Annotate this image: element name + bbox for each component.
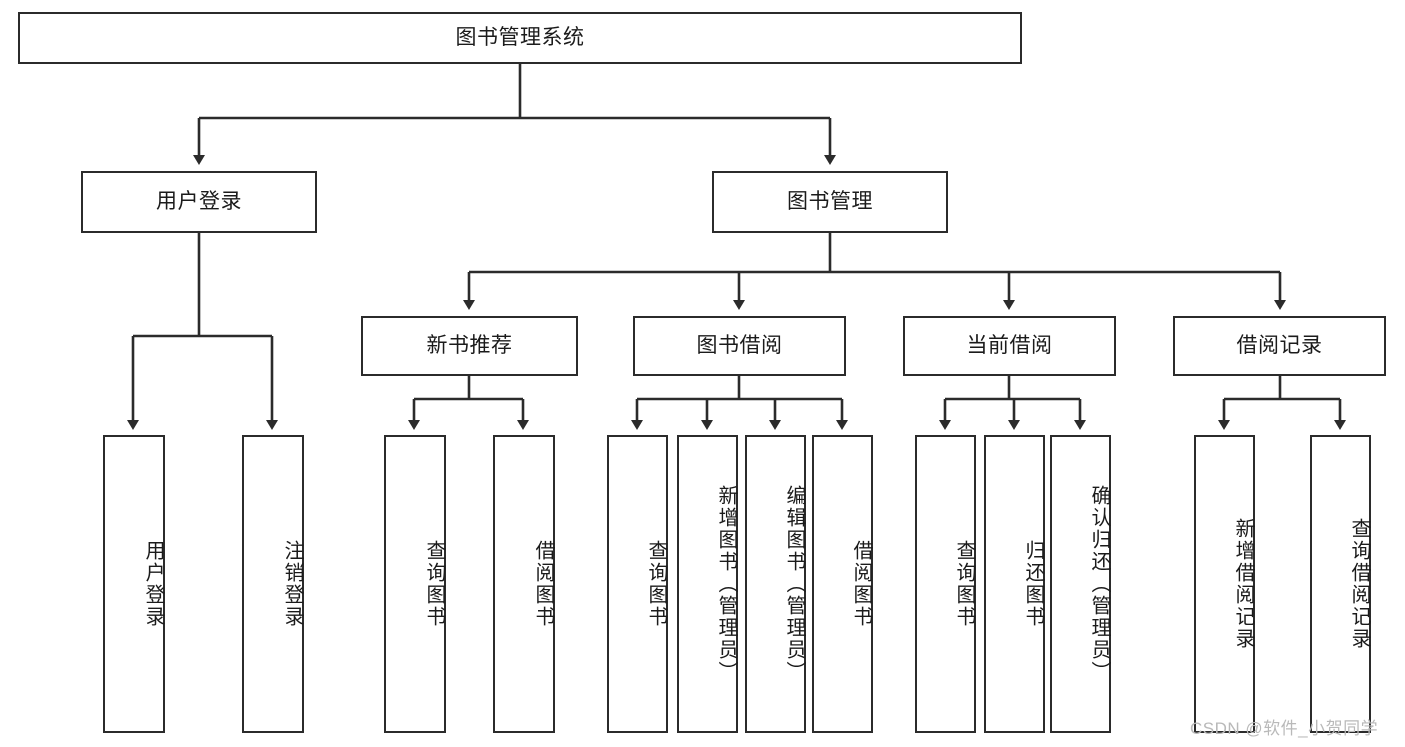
node-borrow-record[interactable]: 借阅记录	[1173, 316, 1386, 376]
leaf-new-book-borrow[interactable]: 借阅图书	[493, 435, 555, 733]
leaf-borrow-record-add[interactable]: 新增借阅记录	[1194, 435, 1255, 733]
node-label: 图书管理系统	[455, 25, 585, 49]
leaf-book-borrow-query[interactable]: 查询图书	[607, 435, 668, 733]
node-label: 确认归还（管理员）	[1088, 485, 1110, 683]
node-new-book-recommend[interactable]: 新书推荐	[361, 316, 578, 376]
leaf-current-borrow-query[interactable]: 查询图书	[915, 435, 976, 733]
node-label: 借阅记录	[1236, 333, 1323, 357]
node-label: 查询借阅记录	[1348, 518, 1370, 650]
leaf-book-borrow-add[interactable]: 新增图书（管理员）	[677, 435, 738, 733]
leaf-new-book-query[interactable]: 查询图书	[384, 435, 446, 733]
leaf-book-borrow-borrow[interactable]: 借阅图书	[812, 435, 873, 733]
node-label: 新增图书（管理员）	[715, 485, 737, 683]
leaf-user-login-login[interactable]: 用户登录	[103, 435, 165, 733]
leaf-borrow-record-query[interactable]: 查询借阅记录	[1310, 435, 1371, 733]
node-label: 借阅图书	[850, 540, 872, 628]
leaf-current-borrow-confirm-return[interactable]: 确认归还（管理员）	[1050, 435, 1111, 733]
node-book-management[interactable]: 图书管理	[712, 171, 948, 233]
node-user-login[interactable]: 用户登录	[81, 171, 317, 233]
node-label: 查询图书	[953, 540, 975, 628]
leaf-user-login-logout[interactable]: 注销登录	[242, 435, 304, 733]
node-label: 注销登录	[281, 540, 303, 628]
node-root-system[interactable]: 图书管理系统	[18, 12, 1022, 64]
node-current-borrow[interactable]: 当前借阅	[903, 316, 1116, 376]
node-label: 新书推荐	[426, 333, 513, 357]
node-label: 查询图书	[423, 540, 445, 628]
node-book-borrow[interactable]: 图书借阅	[633, 316, 846, 376]
node-label: 用户登录	[142, 540, 164, 628]
node-label: 查询图书	[645, 540, 667, 628]
node-label: 编辑图书（管理员）	[783, 485, 805, 683]
watermark-text: CSDN @软件_小贺同学	[1190, 719, 1379, 738]
node-label: 图书管理	[787, 189, 873, 213]
node-label: 图书借阅	[696, 333, 783, 357]
node-label: 借阅图书	[532, 540, 554, 628]
node-label: 用户登录	[156, 189, 242, 213]
leaf-book-borrow-edit[interactable]: 编辑图书（管理员）	[745, 435, 806, 733]
leaf-current-borrow-return[interactable]: 归还图书	[984, 435, 1045, 733]
node-label: 当前借阅	[966, 333, 1053, 357]
node-label: 归还图书	[1022, 540, 1044, 628]
node-label: 新增借阅记录	[1232, 518, 1254, 650]
